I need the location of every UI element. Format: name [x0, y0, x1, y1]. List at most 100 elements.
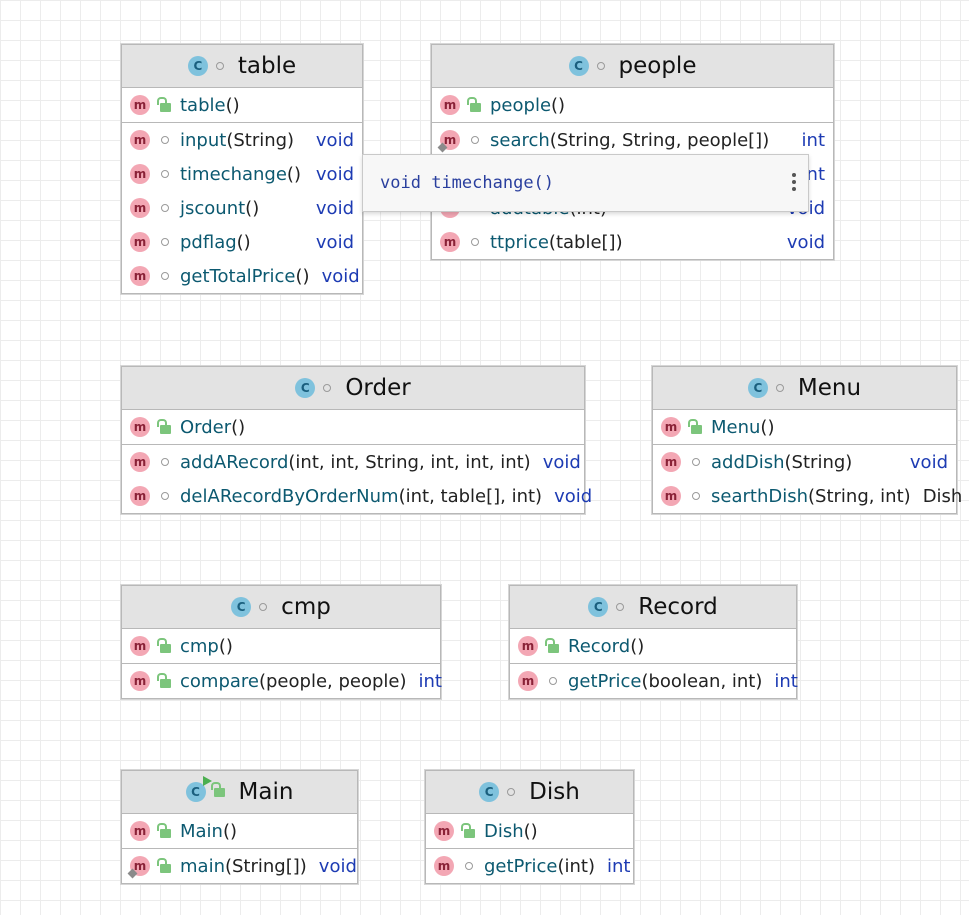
method-icon: m — [130, 164, 150, 184]
package-private-icon — [259, 603, 268, 611]
package-private-icon — [156, 272, 174, 280]
methods-section: m addDish(String) void m searthDish(Stri… — [653, 445, 962, 513]
class-record[interactable]: C Record m Record() m getPrice(boolean, … — [509, 585, 798, 699]
method-params: (int, table[], int) — [398, 485, 543, 507]
method-params: (table[]) — [548, 231, 623, 253]
member-row[interactable]: m search(String, String, people[]) int — [432, 123, 833, 157]
class-icon: C — [747, 378, 768, 398]
method-signature-tooltip: void timechange() — [362, 154, 809, 212]
member-row[interactable]: m Dish() — [426, 814, 633, 848]
member-row[interactable]: m Menu() — [653, 410, 956, 444]
method-name: addDish — [711, 451, 785, 473]
class-name: Main — [238, 779, 294, 805]
member-row[interactable]: m ttprice(table[]) void — [432, 225, 833, 259]
member-row[interactable]: m input(String) void — [122, 123, 362, 157]
member-row[interactable]: m addDish(String) void — [653, 445, 956, 479]
method-icon: m — [440, 95, 460, 115]
member-row[interactable]: m jscount() void — [122, 191, 362, 225]
package-private-icon — [460, 862, 478, 870]
package-private-icon — [775, 384, 784, 392]
method-icon: m — [130, 130, 150, 150]
class-icon: C — [187, 56, 208, 76]
class-name: Dish — [529, 779, 580, 805]
class-icon: C — [479, 782, 500, 802]
member-row[interactable]: m table() — [122, 88, 362, 122]
class-header: C Order — [122, 367, 584, 410]
class-header: C people — [432, 45, 833, 88]
method-params: (people, people) — [258, 670, 407, 692]
package-private-icon — [687, 458, 705, 466]
member-row[interactable]: m Order() — [122, 410, 584, 444]
class-icon: C — [295, 378, 316, 398]
method-name: pdflag — [180, 231, 237, 253]
method-name: addARecord — [180, 451, 289, 473]
class-menu[interactable]: C Menu m Menu() m addDish(String) void m… — [652, 366, 962, 514]
member-row[interactable]: m cmp() — [122, 629, 440, 663]
member-row[interactable]: m compare(people, people) int — [122, 664, 442, 698]
return-type: void — [909, 451, 948, 473]
class-name: cmp — [281, 594, 331, 620]
member-row[interactable]: m searthDish(String, int) Dish — [653, 479, 962, 513]
method-params: (String) — [226, 129, 295, 151]
methods-section: m compare(people, people) int — [122, 664, 442, 698]
method-icon: m — [661, 452, 681, 472]
package-private-icon — [156, 170, 174, 178]
method-icon: m — [130, 636, 150, 656]
methods-section: m getPrice(boolean, int) int — [510, 664, 798, 698]
member-row[interactable]: m main(String[]) void — [122, 849, 357, 883]
method-params: (String) — [784, 451, 853, 473]
method-name: getPrice — [484, 855, 558, 877]
method-params: () — [760, 416, 775, 438]
member-row[interactable]: m timechange() void — [122, 157, 362, 191]
method-icon: m — [130, 671, 150, 691]
method-name: compare — [180, 670, 259, 692]
class-icon: C — [231, 597, 252, 617]
member-row[interactable]: m delARecordByOrderNum(int, table[], int… — [122, 479, 592, 513]
public-lock-icon — [156, 418, 174, 434]
class-table[interactable]: C table m table() m input(String) void m… — [121, 44, 363, 294]
class-icon: C — [588, 597, 609, 617]
member-row[interactable]: m Main() — [122, 814, 357, 848]
more-options-icon[interactable] — [792, 173, 796, 191]
class-header: C Main — [122, 771, 357, 814]
method-name: main — [180, 855, 225, 877]
return-type: int — [418, 670, 442, 692]
method-params: () — [222, 820, 238, 842]
method-name: getPrice — [568, 670, 642, 692]
public-lock-icon — [687, 418, 705, 434]
member-row[interactable]: m getPrice(boolean, int) int — [510, 664, 798, 698]
public-lock-icon — [210, 781, 225, 797]
class-name: Menu — [797, 375, 862, 401]
public-lock-icon — [156, 822, 174, 838]
method-params: (String, String, people[]) — [549, 129, 770, 151]
package-private-icon — [156, 204, 174, 212]
methods-section: m addARecord(int, int, String, int, int,… — [122, 445, 592, 513]
class-cmp[interactable]: C cmp m cmp() m compare(people, people) … — [121, 585, 442, 699]
class-icon: C — [568, 56, 589, 76]
class-people[interactable]: C people m people() m search(String, Str… — [431, 44, 834, 260]
constructors-section: m Menu() — [653, 410, 956, 445]
member-row[interactable]: m getTotalPrice() void — [122, 259, 362, 293]
method-icon: m — [661, 486, 681, 506]
class-dish[interactable]: C Dish m Dish() m getPrice(int) int — [425, 770, 634, 884]
method-params: () — [551, 94, 566, 116]
member-row[interactable]: m addARecord(int, int, String, int, int,… — [122, 445, 584, 479]
constructors-section: m Order() — [122, 410, 584, 445]
method-name: Dish — [484, 820, 524, 842]
package-private-icon — [215, 62, 224, 70]
member-row[interactable]: m Record() — [510, 629, 796, 663]
member-row[interactable]: m people() — [432, 88, 833, 122]
class-header: C Record — [510, 586, 796, 629]
return-type: void — [315, 231, 354, 253]
method-params: () — [231, 416, 246, 438]
member-row[interactable]: m getPrice(int) int — [426, 849, 633, 883]
method-icon: m — [130, 95, 150, 115]
method-params: () — [295, 265, 310, 287]
class-order[interactable]: C Order m Order() m addARecord(int, int,… — [121, 366, 592, 514]
method-name: Order — [180, 416, 232, 438]
package-private-icon — [156, 238, 174, 246]
class-main[interactable]: C Main m Main() m main(String[]) void — [121, 770, 358, 884]
return-type: int — [801, 129, 825, 151]
member-row[interactable]: m pdflag() void — [122, 225, 362, 259]
constructors-section: m Dish() — [426, 814, 633, 849]
